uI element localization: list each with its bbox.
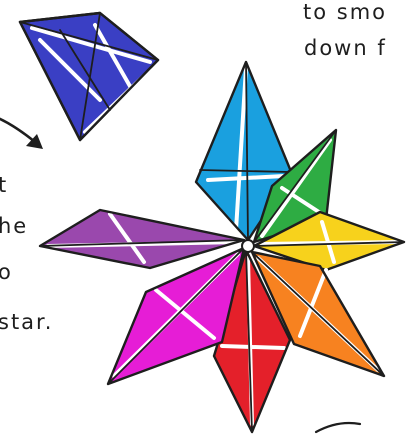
handwritten-text-line: t: [0, 175, 8, 196]
handwritten-text-line: down f: [304, 38, 387, 59]
star-point-purple: [40, 210, 244, 268]
handwritten-text-line: to smo: [303, 2, 387, 23]
handwritten-text-line: star.: [0, 312, 53, 333]
handwritten-text-line: o: [0, 262, 13, 283]
arrow-down-right-icon: [0, 118, 43, 149]
blue-origami-module: [20, 13, 158, 140]
handwritten-text-line: he: [0, 216, 28, 237]
partial-sketch-line: [316, 423, 360, 432]
